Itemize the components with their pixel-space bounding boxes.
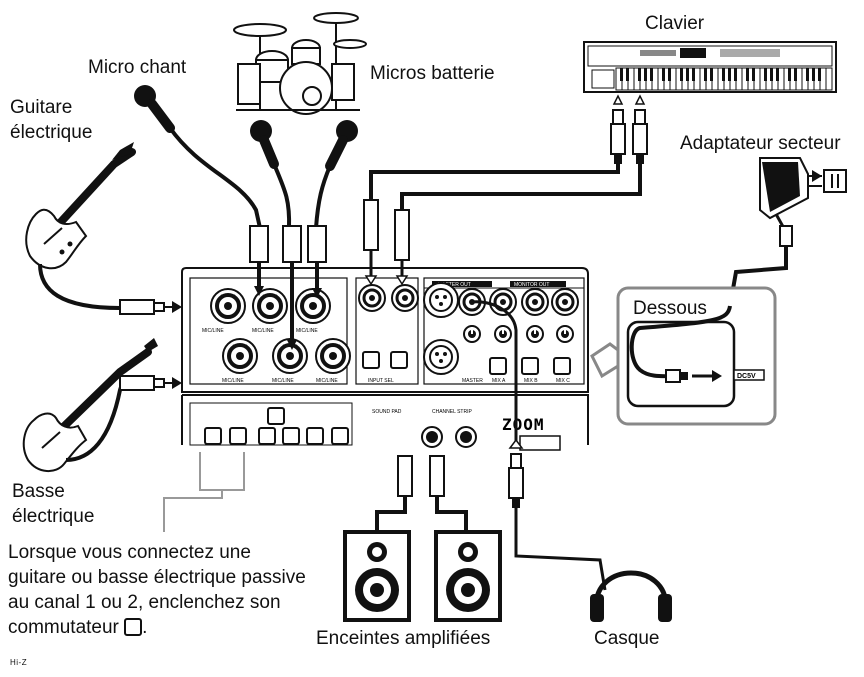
bass-label-line1: Basse [12, 481, 65, 502]
guitar-label-line2: électrique [10, 122, 93, 143]
guitar-label-line1: Guitare [10, 97, 73, 118]
mix-c-label: MIX C [556, 378, 570, 384]
mix-a-knob[interactable] [494, 325, 512, 343]
monitor-c-jack[interactable] [550, 287, 580, 317]
sound-pad-label: SOUND PAD [372, 409, 402, 415]
master-label: MASTER [462, 378, 483, 384]
mic-line-label: MIC/LINE [272, 378, 294, 384]
pad-button[interactable] [331, 427, 349, 445]
mix-b-knob[interactable] [526, 325, 544, 343]
headphones-label: Casque [594, 628, 660, 649]
speaker-cables [375, 455, 468, 532]
mic-line-label: MIC/LINE [252, 328, 274, 334]
pad-button[interactable] [258, 427, 276, 445]
electric-bass-illustration [22, 338, 158, 472]
keyboard-illustration [583, 41, 837, 93]
mixer-panel: MASTER OUT MONITOR OUT MIC/LINE MIC/LINE… [181, 267, 589, 451]
underside-inset: DC5V [590, 286, 777, 426]
monitor-b-jack[interactable] [520, 287, 550, 317]
monitor-out-label: MONITOR OUT [514, 282, 549, 288]
master-knob[interactable] [463, 325, 481, 343]
mic-line-label: MIC/LINE [296, 328, 318, 334]
hi-z-note-text: Lorsque vous connectez une guitare ou ba… [8, 542, 306, 639]
mix-a-switch[interactable] [489, 357, 507, 375]
powered-speaker-left [343, 530, 411, 622]
mix-a-label: MIX A [492, 378, 506, 384]
hi-z-switch-label: Hi-Z [10, 658, 28, 667]
vocal-mic-label: Micro chant [88, 57, 187, 78]
hi-z-switch-icon [124, 618, 143, 637]
channel-strip-label: CHANNEL STRIP [432, 409, 472, 415]
pad-button[interactable] [306, 427, 324, 445]
mic-line-label: MIC/LINE [316, 378, 338, 384]
drum-mic-illustration [250, 120, 358, 229]
electric-guitar-illustration [25, 142, 136, 310]
mic-line-label: MIC/LINE [202, 328, 224, 334]
zoom-logo: ZOOM [502, 415, 545, 434]
keyboard-label: Clavier [645, 13, 705, 34]
master-out-label: MASTER OUT [438, 282, 471, 288]
xlr-plugs [249, 225, 327, 263]
hi-z-callout-line [163, 452, 245, 532]
input-7-jack[interactable] [357, 283, 387, 313]
mic-line-label: MIC/LINE [222, 378, 244, 384]
keyboard-cables [363, 94, 648, 286]
drum-kit-illustration [233, 12, 367, 115]
input-2-combo[interactable] [221, 337, 259, 375]
hi-z-button-1[interactable] [204, 427, 222, 445]
hi-z-note: Lorsque vous connectez une guitare ou ba… [8, 542, 306, 639]
mix-c-knob[interactable] [556, 325, 574, 343]
mix-b-label: MIX B [524, 378, 538, 384]
power-adapter-label: Adaptateur secteur [680, 133, 841, 154]
pad-button[interactable] [282, 427, 300, 445]
power-adapter-illustration [728, 157, 847, 307]
input-8-jack[interactable] [390, 283, 420, 313]
input-sel-button[interactable] [390, 351, 408, 369]
drum-mics-label: Micros batterie [370, 63, 495, 84]
powered-speaker-right [434, 530, 502, 622]
headphones-illustration [471, 300, 672, 622]
bass-label-line2: électrique [12, 506, 95, 527]
underside-label: Dessous [633, 298, 707, 319]
input-sel-label: INPUT SEL [368, 378, 394, 384]
input-5-combo[interactable] [294, 287, 332, 325]
mix-b-switch[interactable] [521, 357, 539, 375]
hi-z-button-2[interactable] [229, 427, 247, 445]
link-button[interactable] [267, 407, 285, 425]
dc-label: DC5V [737, 373, 756, 380]
input-1-combo[interactable] [209, 287, 247, 325]
input-sel-button[interactable] [362, 351, 380, 369]
guitar-cable-plug [119, 299, 165, 391]
input-6-combo[interactable] [314, 337, 352, 375]
mix-c-switch[interactable] [553, 357, 571, 375]
speakers-label: Enceintes amplifiées [316, 628, 491, 649]
vocal-mic-illustration [134, 85, 262, 229]
